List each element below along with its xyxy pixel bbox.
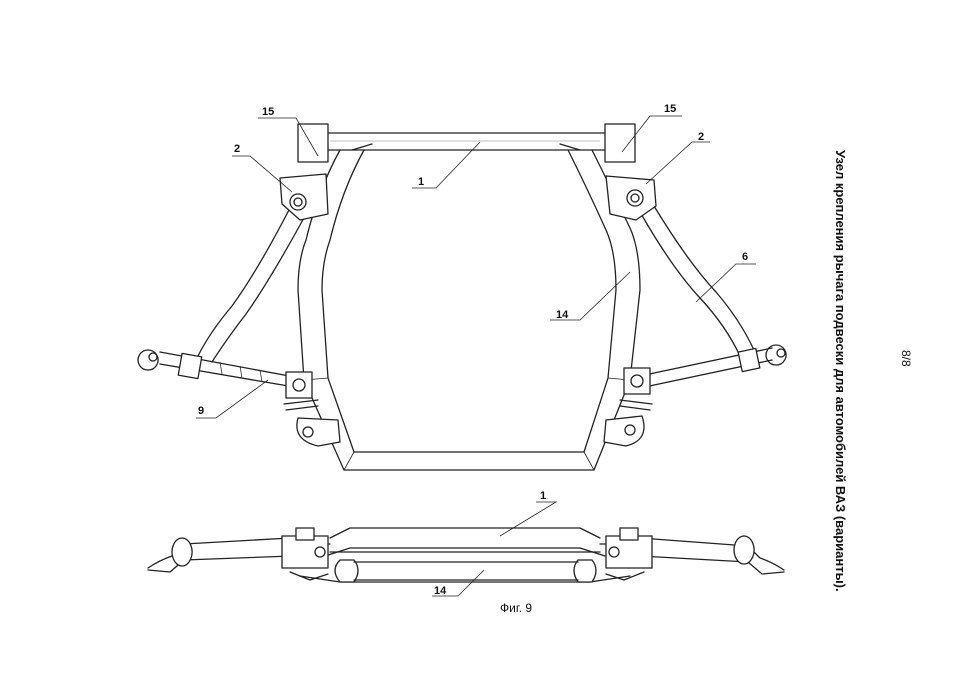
frame-tube-part [297,143,641,471]
side-arms-part [147,535,785,575]
callout-1-top: 1 [412,141,481,189]
side-mount-right [605,527,653,581]
figure-caption: Фиг. 9 [500,601,532,615]
svg-text:2: 2 [234,143,240,155]
callout-15-left: 15 [258,106,319,157]
lower-left-bracket [283,371,341,447]
sheet-title: Узел крепления рычага подвески для автом… [833,150,848,592]
left-mount-part [279,123,329,221]
svg-text:6: 6 [742,251,748,263]
left-rod-part [137,349,301,389]
right-arm-part [639,205,755,357]
svg-text:1: 1 [540,490,546,502]
left-arm-part [197,207,306,363]
crossbar-part [321,132,611,151]
callout-14-side: 14 [432,569,485,597]
callout-2-right: 2 [645,131,710,185]
svg-text:14: 14 [434,585,447,597]
top-view-drawing: 15 15 2 2 1 6 14 9 [137,103,787,471]
svg-text:2: 2 [698,131,704,143]
svg-text:14: 14 [556,309,569,321]
page-number: 8/8 [899,350,913,367]
svg-text:9: 9 [198,405,204,417]
svg-text:15: 15 [664,103,676,115]
right-rod-part [639,344,787,389]
callout-9: 9 [196,379,269,419]
callout-1-side: 1 [499,490,558,537]
svg-text:15: 15 [262,106,274,118]
callout-6: 6 [695,251,756,303]
right-mount-part [604,123,657,221]
side-frame-tube-part [299,547,631,583]
lower-right-bracket [603,367,653,447]
side-mount-left [281,527,329,581]
callout-2-left: 2 [232,143,293,193]
callout-15-right: 15 [621,103,682,153]
side-view-drawing: 1 14 [147,490,785,597]
callout-14-top: 14 [550,271,631,321]
svg-text:1: 1 [418,176,424,188]
